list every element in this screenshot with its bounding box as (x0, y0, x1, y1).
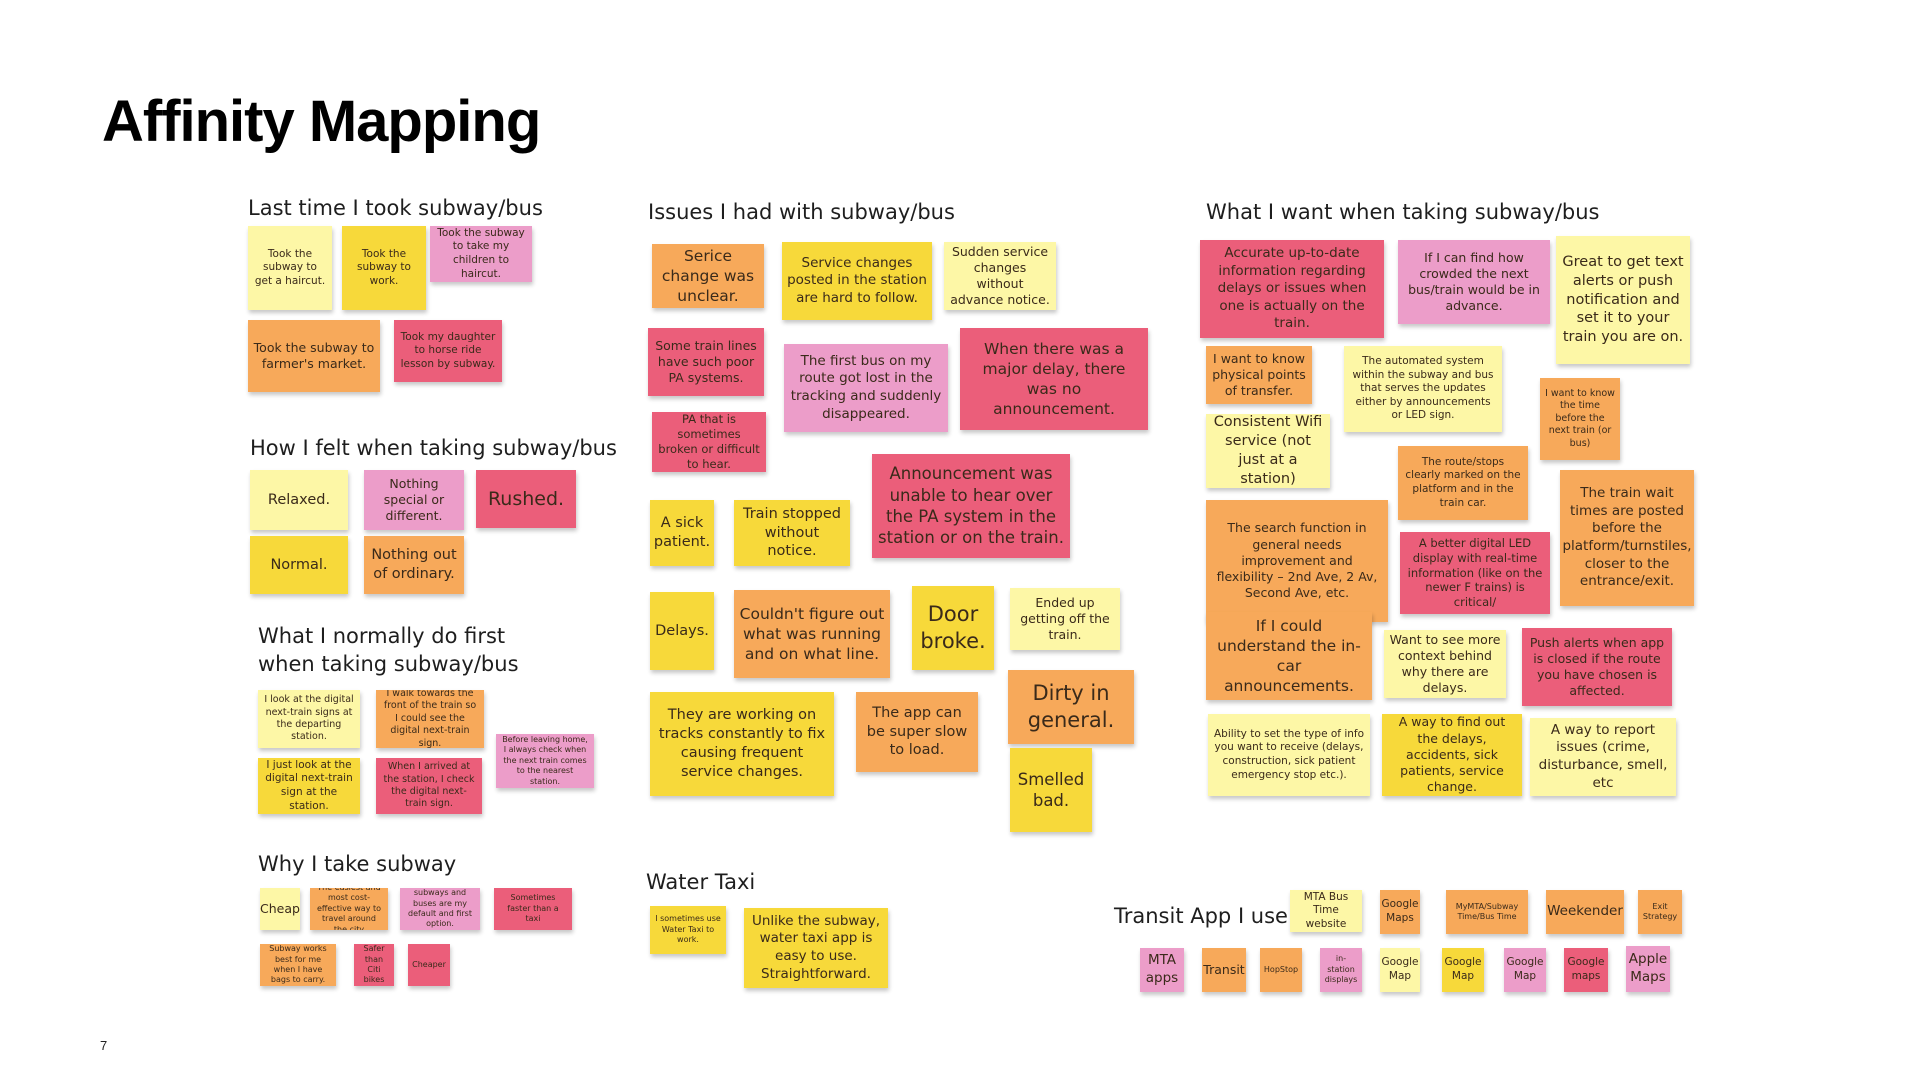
sticky-note: I just look at the digital next-train si… (258, 758, 360, 814)
sticky-note: The train wait times are posted before t… (1560, 470, 1694, 606)
sticky-note: The route/stops clearly marked on the pl… (1398, 446, 1528, 520)
sticky-note: in-station displays (1320, 948, 1362, 992)
sticky-note: Service changes posted in the station ar… (782, 242, 932, 320)
sticky-note: Weekender (1546, 890, 1624, 934)
sticky-note: I look at the digital next-train signs a… (258, 690, 360, 748)
sticky-note: The search function in general needs imp… (1206, 500, 1388, 622)
sticky-note: A way to find out the delays, accidents,… (1382, 714, 1522, 796)
sticky-note: subways and buses are my default and fir… (400, 888, 480, 930)
section-heading-how-felt: How I felt when taking subway/bus (250, 436, 617, 460)
page-title: Affinity Mapping (102, 89, 541, 154)
sticky-note: I want to know the time before the next … (1540, 378, 1620, 460)
sticky-note: Relaxed. (250, 470, 348, 530)
sticky-note: Took the subway to work. (342, 226, 426, 310)
sticky-note: A sick patient. (650, 500, 714, 566)
sticky-note: Couldn't figure out what was running and… (734, 590, 890, 678)
sticky-note: A way to report issues (crime, disturban… (1530, 718, 1676, 796)
sticky-note: Nothing out of ordinary. (364, 536, 464, 594)
sticky-note: Ended up getting off the train. (1010, 588, 1120, 650)
sticky-note: Door broke. (912, 586, 994, 670)
sticky-note: Google Map (1442, 948, 1484, 992)
section-heading-why-subway: Why I take subway (258, 852, 457, 876)
sticky-note: Google maps (1564, 948, 1608, 992)
section-heading-last-time: Last time I took subway/bus (248, 196, 543, 220)
sticky-note: Dirty in general. (1008, 670, 1134, 744)
sticky-note: When I arrived at the station, I check t… (376, 758, 482, 814)
sticky-note: The app can be super slow to load. (856, 692, 978, 772)
sticky-note: Ability to set the type of info you want… (1208, 714, 1370, 796)
sticky-note: Google Map (1504, 948, 1546, 992)
sticky-note: They are working on tracks constantly to… (650, 692, 834, 796)
sticky-note: I sometimes use Water Taxi to work. (650, 906, 726, 954)
sticky-note: Want to see more context behind why ther… (1384, 630, 1506, 698)
section-heading-do-first: What I normally do first when taking sub… (258, 624, 519, 677)
sticky-note: Nothing special or different. (364, 470, 464, 530)
sticky-note: Serice change was unclear. (652, 244, 764, 308)
sticky-note: MTA Bus Time website (1290, 890, 1362, 932)
sticky-note: Great to get text alerts or push notific… (1556, 236, 1690, 364)
sticky-note: PA that is sometimes broken or difficult… (652, 412, 766, 472)
sticky-note: Safer than Citi bikes (354, 944, 394, 986)
sticky-note: Transit (1202, 948, 1246, 992)
sticky-note: Took the subway to farmer's market. (248, 320, 380, 392)
section-heading-transit-app: Transit App I use (1114, 904, 1288, 928)
sticky-note: Cheap (260, 888, 300, 930)
sticky-note: Took my daughter to horse ride lesson by… (394, 320, 502, 382)
sticky-note: Smelled bad. (1010, 748, 1092, 832)
sticky-note: Took the subway to get a haircut. (248, 226, 332, 310)
sticky-note: Rushed. (476, 470, 576, 528)
sticky-note: MTA apps (1140, 948, 1184, 992)
section-heading-issues: Issues I had with subway/bus (648, 200, 955, 224)
sticky-note: Google Map (1380, 948, 1420, 992)
sticky-note: Google Maps (1380, 890, 1420, 934)
sticky-note: Before leaving home, I always check when… (496, 734, 594, 788)
sticky-note: The easiest and most cost-effective way … (310, 888, 388, 930)
sticky-note: The automated system within the subway a… (1344, 346, 1502, 432)
sticky-note: When there was a major delay, there was … (960, 328, 1148, 430)
section-heading-want: What I want when taking subway/bus (1206, 200, 1600, 224)
sticky-note: I walk towards the front of the train so… (376, 690, 484, 748)
sticky-note: Normal. (250, 536, 348, 594)
sticky-note: Train stopped without notice. (734, 500, 850, 566)
sticky-note: HopStop (1260, 948, 1302, 992)
sticky-note: MyMTA/Subway Time/Bus Time (1446, 890, 1528, 934)
sticky-note: Unlike the subway, water taxi app is eas… (744, 908, 888, 988)
sticky-note: I want to know physical points of transf… (1206, 346, 1312, 404)
sticky-note: Push alerts when app is closed if the ro… (1522, 628, 1672, 706)
sticky-note: If I can find how crowded the next bus/t… (1398, 240, 1550, 324)
sticky-note: Delays. (650, 592, 714, 670)
sticky-note: Exit Strategy (1638, 890, 1682, 934)
sticky-note: Cheaper (408, 944, 450, 986)
sticky-note: Apple Maps (1626, 946, 1670, 992)
page-number: 7 (100, 1038, 108, 1053)
sticky-note: If I could understand the in-car announc… (1206, 612, 1372, 700)
sticky-note: Accurate up-to-date information regardin… (1200, 240, 1384, 338)
sticky-note: Sometimes faster than a taxi (494, 888, 572, 930)
sticky-note: Subway works best for me when I have bag… (260, 944, 336, 986)
sticky-note: A better digital LED display with real-t… (1400, 532, 1550, 614)
sticky-note: Took the subway to take my children to h… (430, 226, 532, 282)
sticky-note: Some train lines have such poor PA syste… (648, 328, 764, 396)
sticky-note: Sudden service changes without advance n… (944, 242, 1056, 310)
sticky-note: The first bus on my route got lost in th… (784, 344, 948, 432)
sticky-note: Announcement was unable to hear over the… (872, 454, 1070, 558)
section-heading-water-taxi: Water Taxi (646, 870, 756, 894)
sticky-note: Consistent Wifi service (not just at a s… (1206, 414, 1330, 488)
